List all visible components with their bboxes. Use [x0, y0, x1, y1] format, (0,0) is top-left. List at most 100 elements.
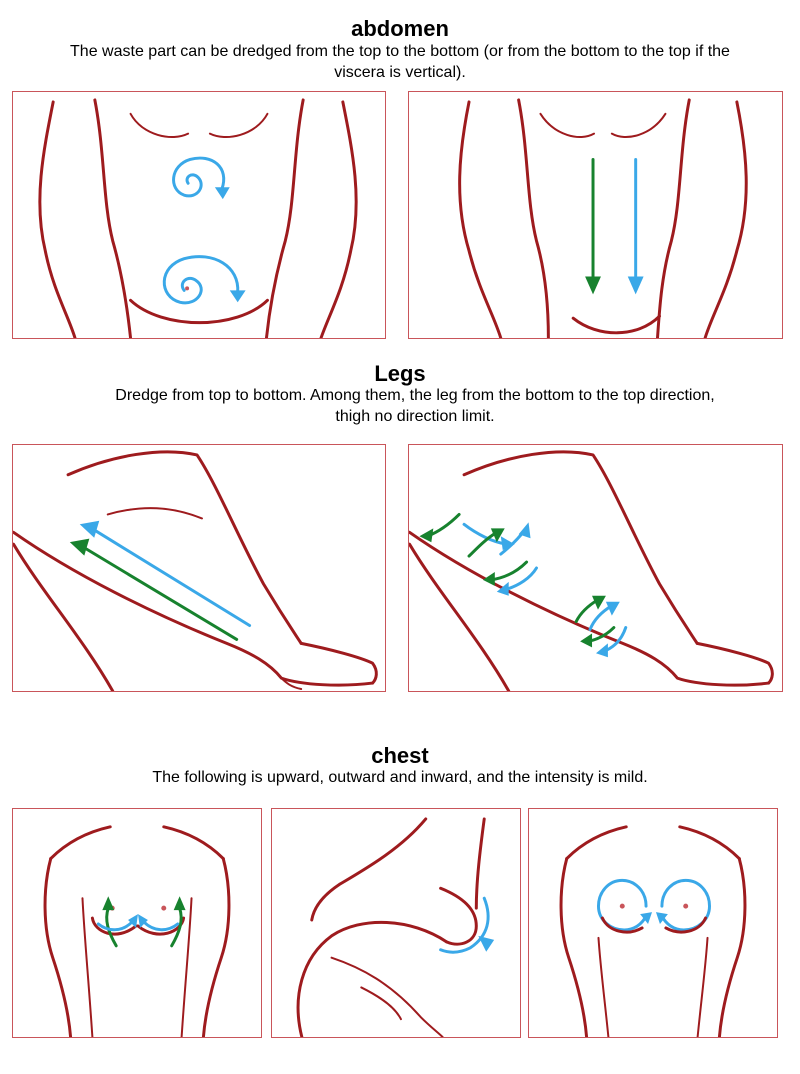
thigh-blue-arrowhead-2 — [518, 522, 531, 539]
knee-crease-line — [106, 507, 203, 520]
shoulder-left-line — [49, 825, 112, 861]
right-circle-arrow — [660, 878, 711, 932]
blue-up-arrow — [93, 528, 252, 628]
chest-circular-illustration — [559, 825, 747, 1037]
breast-right-under-line — [136, 916, 186, 936]
thigh-green-arrowhead-1 — [419, 528, 434, 543]
leg-lower-line — [13, 530, 375, 687]
thigh-green-arrowhead-2 — [490, 528, 505, 543]
arm-left-inner-line — [81, 897, 94, 1037]
leg-lower-line — [409, 530, 771, 687]
shoulder-right-line — [678, 825, 741, 861]
right-circle-arrowhead — [655, 912, 668, 924]
left-circle-arrow — [596, 878, 648, 932]
torso-left-inner-line — [517, 98, 550, 338]
green-down-arrowhead — [585, 276, 601, 295]
chest-side-illustration — [296, 817, 495, 1037]
chest-side-panel — [271, 808, 521, 1038]
upper-spiral-arrow — [172, 156, 226, 198]
torso-right-outer-line — [201, 857, 231, 1037]
chest-upward-illustration — [43, 825, 231, 1037]
thigh-blue-arrow-3 — [503, 566, 538, 592]
abdomen-spiral-illustration — [38, 98, 358, 338]
heel-line — [280, 677, 303, 691]
torso-right-outer-line — [717, 857, 747, 1037]
nipple-right — [161, 905, 167, 911]
torso-left-inner-line — [93, 98, 133, 338]
blue-up-arrowhead — [79, 520, 100, 538]
legs-segment-panel — [408, 444, 783, 692]
abdomen-description: The waste part can be dredged from the t… — [70, 43, 730, 81]
shoulder-left-line — [565, 825, 628, 861]
hand-line — [360, 986, 402, 1021]
shin-green-arrowhead-1 — [592, 595, 606, 610]
pelvis-curve — [571, 314, 661, 335]
blue-down-arrowhead — [627, 276, 644, 295]
foot-line — [695, 641, 774, 685]
right-green-up-arrow — [170, 906, 183, 948]
torso-right-outer-line — [703, 100, 748, 338]
arm-right-inner-line — [180, 897, 193, 1037]
side-blue-arrowhead — [478, 935, 495, 952]
legs-description: Dredge from top to bottom. Among them, t… — [115, 387, 715, 425]
thigh-line — [296, 920, 449, 1037]
arm-lower-line — [330, 956, 444, 1037]
leg-back-line — [13, 542, 115, 691]
legs-upward-illustration — [13, 450, 378, 691]
thigh-upper-line — [66, 450, 303, 645]
chest-right-curve — [208, 112, 269, 138]
upper-spiral-arrowhead — [214, 187, 230, 200]
legs-title: Legs — [374, 361, 426, 386]
left-green-up-arrowhead — [102, 896, 115, 911]
shoulder-right-line — [162, 825, 225, 861]
chest-right-curve — [610, 112, 667, 138]
navel-mark — [185, 286, 190, 291]
torso-right-inner-line — [656, 98, 691, 338]
thigh-blue-arrowhead-1 — [500, 536, 515, 551]
green-up-arrowhead — [69, 538, 90, 556]
abdomen-vertical-panel — [408, 91, 783, 339]
thigh-blue-arrowhead-3 — [496, 581, 509, 596]
torso-right-inner-line — [264, 98, 305, 338]
arm-right-inner-line — [696, 936, 709, 1037]
left-green-up-arrow — [105, 906, 118, 948]
right-blue-arrowhead — [137, 914, 148, 928]
chest-left-curve — [129, 112, 190, 138]
abdomen-vertical-illustration — [458, 98, 748, 338]
left-blue-arrow — [96, 920, 134, 932]
arm-upper-line — [310, 817, 428, 922]
shin-blue-arrow-1 — [588, 604, 614, 631]
breast-left-under-line — [90, 916, 138, 936]
arm-left-inner-line — [597, 936, 610, 1037]
back-line — [474, 817, 486, 910]
shin-green-arrowhead-2 — [580, 633, 593, 648]
breast-left-under-line — [600, 916, 644, 934]
left-blue-arrowhead — [128, 914, 138, 928]
lower-spiral-arrowhead — [229, 290, 246, 303]
breast-side-line — [439, 886, 478, 946]
side-blue-arrow — [439, 896, 490, 954]
torso-left-outer-line — [38, 100, 77, 338]
legs-segment-illustration — [409, 450, 774, 691]
chest-left-curve — [539, 112, 596, 138]
chest-description: The following is upward, outward and inw… — [152, 769, 648, 786]
thigh-green-arrowhead-3 — [482, 571, 495, 586]
right-blue-arrow — [142, 920, 180, 932]
shin-green-arrow-1 — [574, 598, 600, 624]
torso-right-outer-line — [319, 100, 358, 338]
nipple-right — [683, 903, 689, 909]
shin-blue-arrowhead-2 — [595, 643, 608, 658]
leg-back-line — [409, 542, 511, 691]
foot-line — [299, 641, 378, 685]
torso-left-outer-line — [43, 857, 73, 1037]
chest-title: chest — [371, 743, 429, 768]
abdomen-title: abdomen — [351, 16, 449, 41]
thigh-green-arrow-3 — [489, 560, 529, 582]
thigh-upper-line — [462, 450, 699, 645]
abdomen-spiral-panel — [12, 91, 386, 339]
chest-upward-panel — [12, 808, 262, 1038]
nipple-left — [619, 903, 625, 909]
pelvis-curve — [129, 298, 269, 324]
lower-spiral-arrow — [162, 255, 240, 305]
torso-left-outer-line — [458, 100, 503, 338]
